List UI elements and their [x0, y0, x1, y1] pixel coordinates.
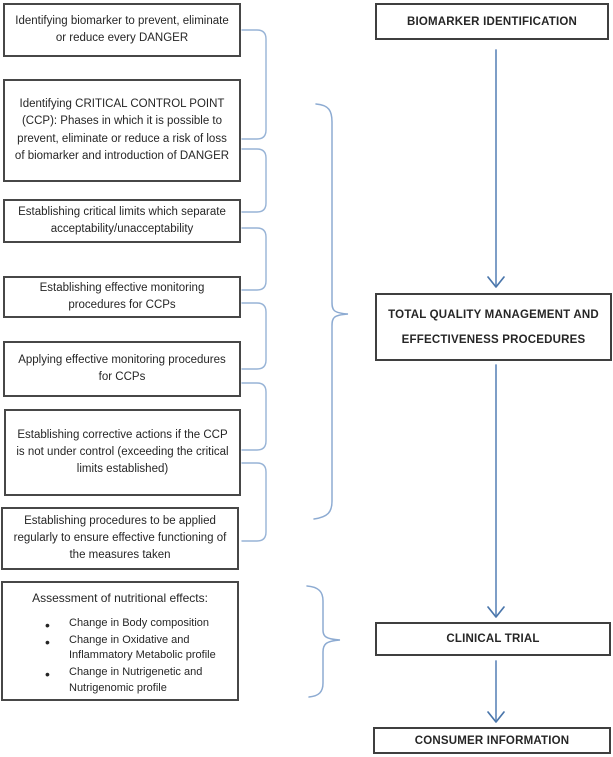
stage-box-biomarker-identification: BIOMARKER IDENTIFICATION — [375, 3, 609, 40]
step-text: Establishing critical limits which separ… — [18, 205, 226, 235]
step-text: Identifying biomarker to prevent, elimin… — [15, 14, 229, 44]
step-box-verification-procedures: Establishing procedures to be applied re… — [1, 507, 239, 570]
step-box-apply-monitoring: Applying effective monitoring procedures… — [3, 341, 241, 397]
flow-arrow-head-icon — [487, 606, 505, 618]
stage-box-total-quality-management: TOTAL QUALITY MANAGEMENT AND EFFECTIVENE… — [375, 293, 612, 361]
step-box-corrective-actions: Establishing corrective actions if the C… — [4, 409, 241, 496]
bracket-connector-icon — [241, 148, 267, 213]
assessment-bullet: Change in Body composition — [12, 615, 228, 635]
assessment-bullet: Change in Nutrigenetic and Nutrigenomic … — [12, 664, 228, 697]
step-box-critical-limits: Establishing critical limits which separ… — [3, 199, 241, 243]
step-text: Establishing effective monitoring proced… — [39, 281, 205, 311]
step-text: Applying effective monitoring procedures… — [18, 353, 226, 383]
curly-brace-large-icon — [313, 103, 349, 520]
flow-arrow-head-icon — [487, 711, 505, 723]
step-text: Establishing corrective actions if the C… — [16, 428, 229, 476]
stage-label: BIOMARKER IDENTIFICATION — [406, 15, 578, 28]
step-box-identify-biomarker: Identifying biomarker to prevent, elimin… — [3, 3, 241, 57]
bracket-connector-icon — [241, 29, 267, 140]
curly-brace-small-icon — [306, 585, 341, 698]
assessment-title: Assessment of nutritional effects: — [32, 591, 208, 605]
step-box-establish-monitoring: Establishing effective monitoring proced… — [3, 276, 241, 318]
stage-label: CLINICAL TRIAL — [446, 633, 540, 645]
stage-label-line2: EFFECTIVENESS PROCEDURES — [401, 333, 586, 346]
bracket-connector-icon — [241, 462, 267, 542]
bracket-connector-icon — [241, 302, 267, 370]
assessment-bullet: Change in Oxidative and Inflammatory Met… — [12, 632, 228, 665]
step-text: Identifying CRITICAL CONTROL POINT (CCP)… — [14, 98, 230, 162]
flow-arrow-head-icon — [487, 276, 505, 288]
bracket-connector-icon — [241, 382, 267, 451]
bracket-connector-icon — [241, 227, 267, 291]
assessment-box: Assessment of nutritional effects: Chang… — [1, 581, 239, 701]
step-text: Establishing procedures to be applied re… — [13, 514, 227, 562]
assessment-bullet-list: Change in Body composition Change in Oxi… — [12, 615, 228, 699]
stage-label: CONSUMER INFORMATION — [414, 734, 570, 747]
stage-box-clinical-trial: CLINICAL TRIAL — [375, 622, 611, 656]
step-box-identify-ccp: Identifying CRITICAL CONTROL POINT (CCP)… — [3, 79, 241, 182]
stage-box-consumer-information: CONSUMER INFORMATION — [373, 727, 611, 754]
stage-label-line1: TOTAL QUALITY MANAGEMENT AND — [388, 308, 599, 321]
